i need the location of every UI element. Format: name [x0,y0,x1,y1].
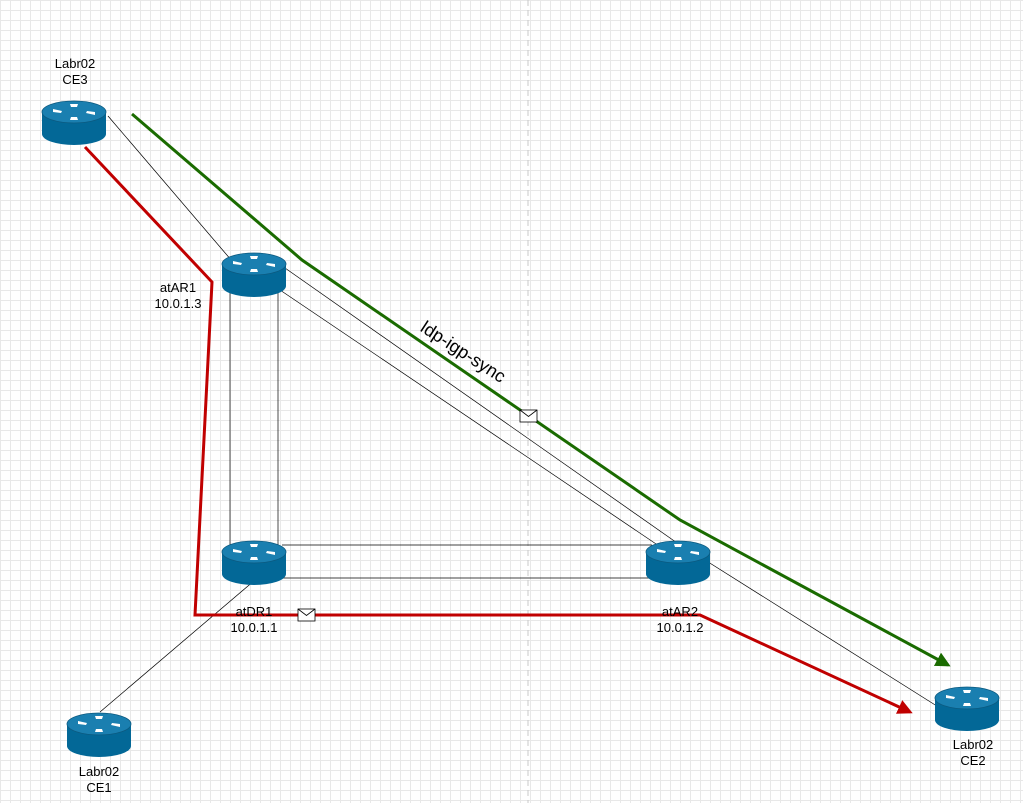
links [99,115,941,713]
green-path [131,112,951,667]
router-icon [66,712,132,758]
envelope-icon[interactable] [297,608,316,622]
node-label-atar2: atAR2 10.0.1.2 [656,604,704,635]
link-ce3-atar1[interactable] [107,115,239,269]
link-atar2-ce2[interactable] [704,559,941,709]
router-atar1[interactable] [221,252,287,298]
router-icon [41,100,107,146]
envelope-icon[interactable] [519,409,538,423]
node-label-ce1: Labr02 CE1 [78,764,120,795]
router-icon [221,540,287,586]
router-icon [934,686,1000,732]
router-icon [645,540,711,586]
link-atar1-atar2-upper[interactable] [284,267,681,546]
router-atdr1[interactable] [221,540,287,586]
router-ce2[interactable] [934,686,1000,732]
node-label-atar1: atAR1 10.0.1.3 [154,280,202,311]
node-label-ce2: Labr02 CE2 [952,737,994,768]
router-ce1[interactable] [66,712,132,758]
node-label-atdr1: atDR1 10.0.1.1 [230,604,278,635]
router-ce3[interactable] [41,100,107,146]
red-path [83,145,913,714]
router-icon [221,252,287,298]
link-ce1-atdr1[interactable] [99,579,256,713]
link-atar1-atar2-lower[interactable] [279,289,663,549]
node-label-ce3: Labr02 CE3 [54,56,96,87]
router-atar2[interactable] [645,540,711,586]
